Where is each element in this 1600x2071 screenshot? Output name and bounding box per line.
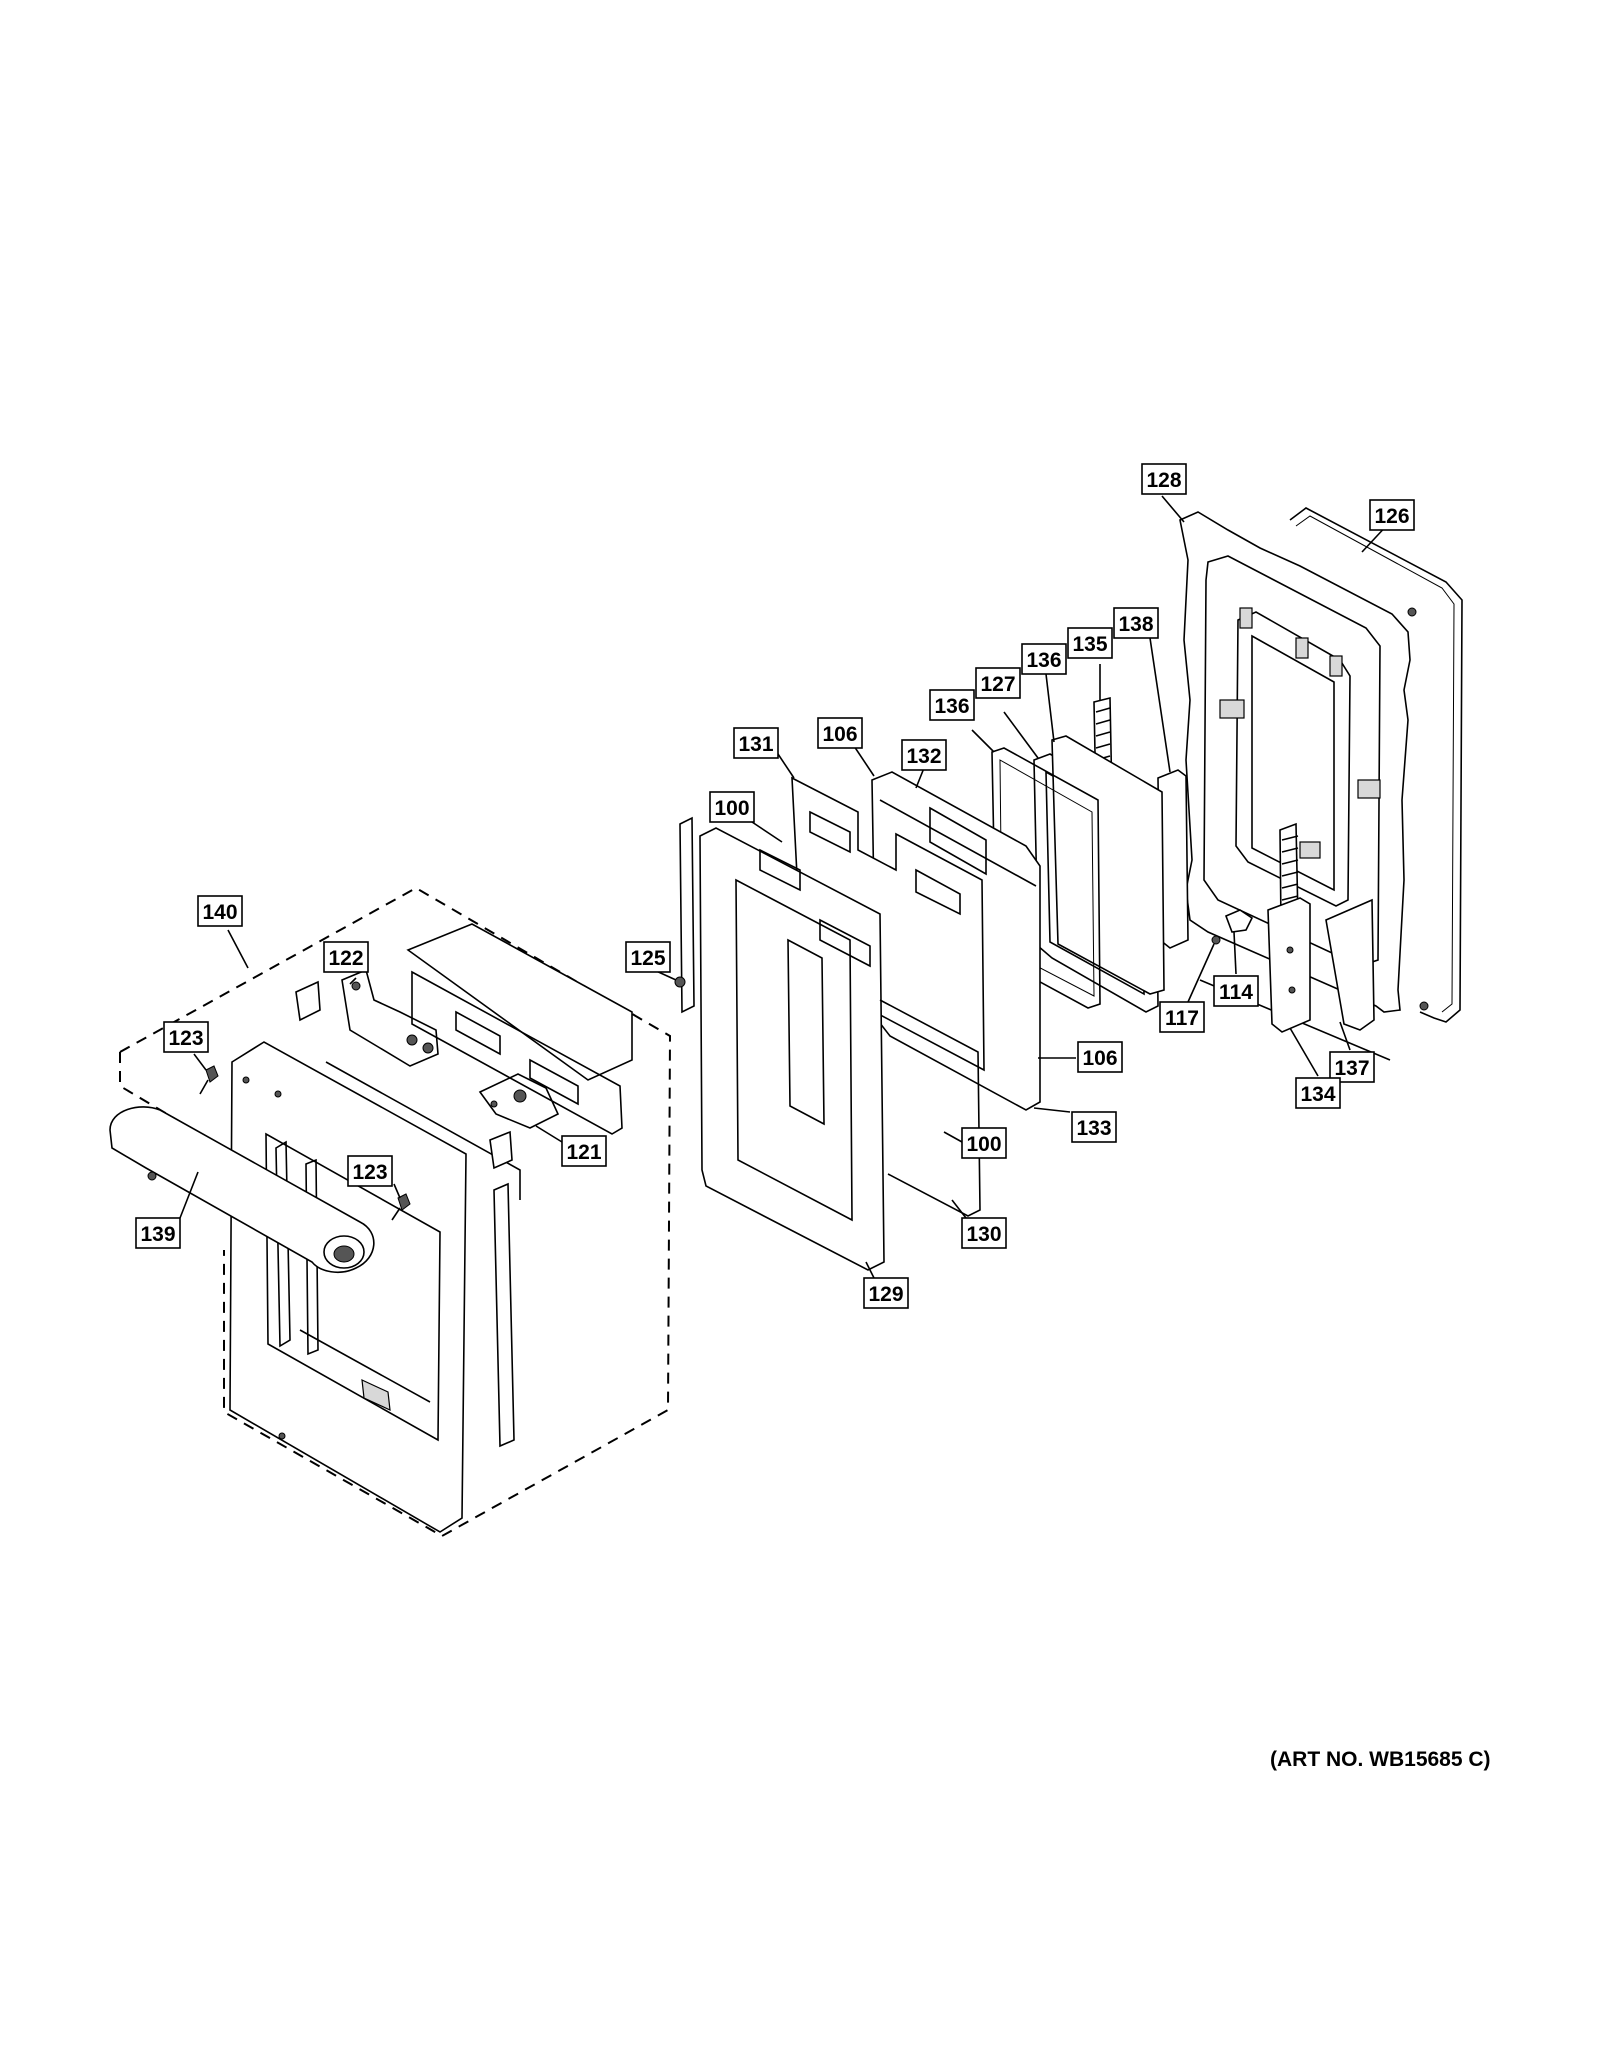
svg-text:136: 136 [934,695,969,718]
hinge-121 [478,1073,560,1170]
svg-text:129: 129 [868,1283,903,1306]
art-number-label: (ART NO. WB15685 C) [1270,1748,1491,1771]
vent-panel [406,923,633,1135]
door-glass-panel [325,1061,521,1448]
svg-text:122: 122 [328,947,363,970]
callout-136b: 136 [929,689,975,721]
callout-130: 130 [961,1217,1007,1249]
hinge-pin-114 [1224,909,1254,933]
screw-117 [1211,935,1221,945]
svg-text:140: 140 [202,901,237,924]
callout-114: 114 [1213,975,1259,1007]
callout-139: 139 [135,1217,181,1249]
callout-121: 121 [561,1135,607,1167]
callout-136a: 136 [1021,643,1067,675]
callout-132: 132 [901,739,947,771]
callout-133: 133 [1071,1111,1117,1143]
screw-123a [199,1065,219,1095]
svg-text:126: 126 [1374,505,1409,528]
callout-123a: 123 [163,1021,209,1053]
door-gasket-126 [1289,507,1463,1023]
svg-text:121: 121 [566,1141,601,1164]
svg-text:100: 100 [714,797,749,820]
svg-text:123: 123 [352,1161,387,1184]
svg-text:132: 132 [906,745,941,768]
leader-lines [179,495,1391,1279]
svg-text:136: 136 [1026,649,1061,672]
glass-panel-136a [1051,735,1165,995]
callout-131: 131 [733,727,779,759]
callout-128: 128 [1141,463,1187,495]
svg-text:134: 134 [1300,1083,1335,1106]
hinge-assembly-134 [1267,822,1311,1033]
svg-text:138: 138 [1118,613,1153,636]
callout-126: 126 [1369,499,1415,531]
hinge-122 [295,968,439,1067]
callout-140: 140 [197,895,243,927]
callout-106a: 106 [817,717,863,749]
svg-text:130: 130 [966,1223,1001,1246]
callout-117: 117 [1159,1001,1205,1033]
svg-text:125: 125 [630,947,665,970]
callout-135: 135 [1067,627,1113,659]
outer-door-frame-128 [1179,511,1411,1061]
door-handle-139 [109,1106,375,1274]
callout-106b: 106 [1077,1041,1123,1073]
svg-text:106: 106 [822,723,857,746]
inner-door-panel-129 [699,827,885,1271]
screw-125 [674,976,686,988]
callout-138: 138 [1113,607,1159,639]
svg-text:131: 131 [738,733,773,756]
svg-text:133: 133 [1076,1117,1111,1140]
screw-123b [391,1193,411,1221]
callout-125: 125 [625,941,671,973]
svg-text:106: 106 [1082,1047,1117,1070]
svg-text:123: 123 [168,1027,203,1050]
callout-122: 122 [323,941,369,973]
callout-137: 137 [1329,1051,1375,1083]
svg-text:114: 114 [1219,981,1253,1004]
hinge-bracket-137 [1325,898,1375,1031]
callout-127: 127 [975,667,1021,699]
svg-text:137: 137 [1334,1057,1369,1080]
callout-123b: 123 [347,1155,393,1187]
svg-text:100: 100 [966,1133,1001,1156]
svg-text:139: 139 [140,1223,175,1246]
callout-100a: 100 [709,791,755,823]
svg-text:135: 135 [1072,633,1107,656]
svg-text:117: 117 [1165,1007,1199,1030]
svg-text:127: 127 [980,673,1015,696]
svg-text:128: 128 [1146,469,1181,492]
callout-129: 129 [863,1277,909,1309]
callout-100b: 100 [961,1127,1007,1159]
callout-134: 134 [1295,1077,1341,1109]
inner-panel-130 [679,816,981,1217]
outer-door-frame [229,1041,467,1533]
